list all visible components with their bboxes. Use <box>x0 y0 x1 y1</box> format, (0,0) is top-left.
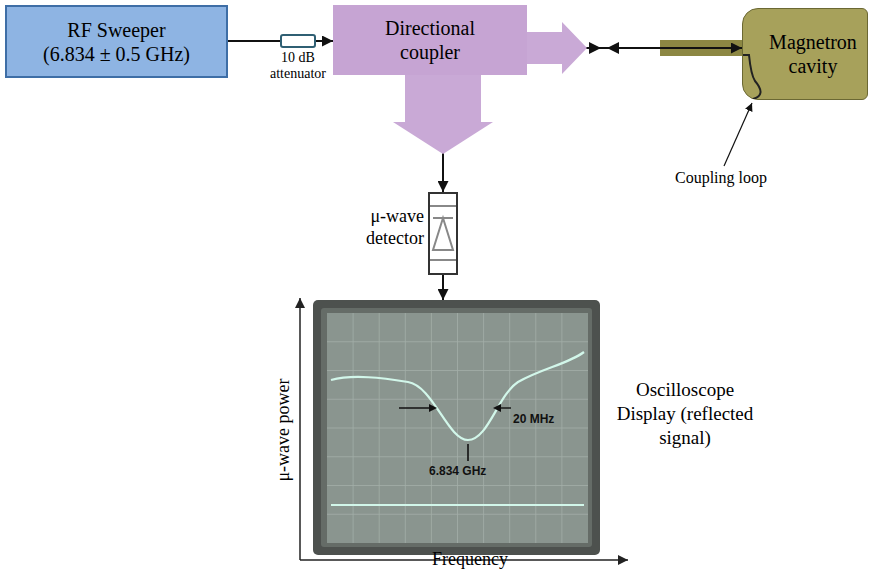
grid-line <box>327 370 588 371</box>
width-marker <box>399 407 433 408</box>
baseline-trace <box>331 504 584 506</box>
oscilloscope-graphic <box>313 300 600 555</box>
grid-line <box>327 456 588 457</box>
callout-label: Coupling loop <box>675 168 767 187</box>
axis-label: μ-wave power <box>271 345 295 515</box>
grid-line <box>327 341 588 342</box>
signal-connector <box>442 275 444 300</box>
power-axis <box>299 298 301 560</box>
grid-line <box>327 514 588 515</box>
scope-screen <box>327 313 588 543</box>
junction-arrow <box>589 42 601 54</box>
oscilloscope-screen: 20 MHz6.834 GHzOscilloscope Display (ref… <box>313 300 600 555</box>
diode-triangle <box>433 218 453 250</box>
coupling-loop <box>743 55 761 99</box>
leader-line <box>724 103 752 166</box>
scope-bezel <box>313 300 600 555</box>
grid-line <box>327 399 588 400</box>
marker-label: 20 MHz <box>513 412 554 426</box>
junction-arrow <box>607 42 619 54</box>
reflected-trace <box>331 352 584 440</box>
marker-label: 6.834 GHz <box>429 464 486 478</box>
signal-connector <box>228 40 280 42</box>
signal-connector <box>316 40 333 42</box>
coupled-port-arrow <box>393 75 493 154</box>
component-label: 10 dB attenuator <box>253 50 343 82</box>
coupling-loop-graphic <box>743 9 867 99</box>
diode-bar <box>433 217 453 219</box>
detector-symbol <box>430 194 456 273</box>
display-caption: Oscilloscope Display (reflected signal) <box>610 378 760 449</box>
component-name: Directional coupler <box>370 16 490 64</box>
width-marker-head <box>429 404 437 412</box>
cavity-shape: Magnetron cavity <box>742 8 868 100</box>
attenuator-symbol: 10 dB attenuator <box>280 34 316 48</box>
scope-frame <box>321 308 592 547</box>
detector-line <box>430 205 456 207</box>
width-marker-head <box>493 404 501 412</box>
center-tick <box>467 444 469 461</box>
component-name: Magnetron cavity <box>763 30 863 78</box>
grid-line <box>327 428 588 429</box>
grid-line <box>327 485 588 486</box>
axis-label: Frequency <box>400 549 540 570</box>
component-label: μ-wave detector <box>350 206 424 249</box>
detector-box: μ-wave detector <box>428 192 458 275</box>
coupler-box: Directional coupler <box>333 5 527 75</box>
coupled-port-arrow <box>527 22 587 74</box>
detector-line <box>430 259 456 261</box>
instrument-box: RF Sweeper (6.834 ± 0.5 GHz) <box>5 5 228 78</box>
instrument-name: RF Sweeper (6.834 ± 0.5 GHz) <box>40 18 193 66</box>
